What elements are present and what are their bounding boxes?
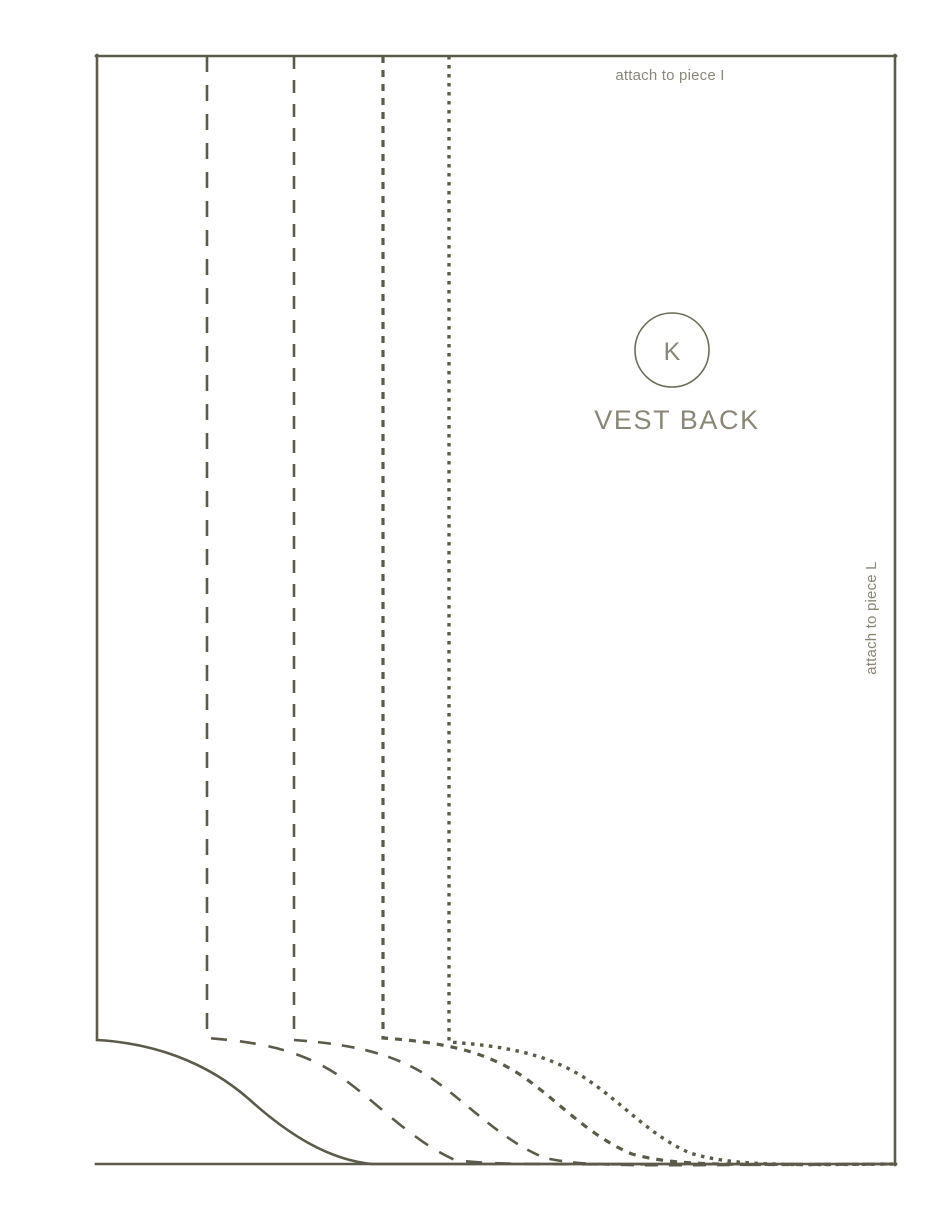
piece-letter: K: [664, 338, 681, 366]
hem-curve-solid: [95, 1038, 702, 1166]
piece-title: VEST BACK: [594, 405, 759, 435]
attach-to-piece-l-label: attach to piece L: [863, 561, 880, 674]
size-line-2: [292, 56, 896, 1167]
attach-to-piece-i-label: attach to piece I: [615, 67, 724, 84]
piece-identifier: K VEST BACK: [594, 312, 759, 435]
size-line-4: [447, 56, 896, 1167]
piece-letter-circle: [634, 312, 710, 388]
size-lines-group: [205, 56, 896, 1167]
